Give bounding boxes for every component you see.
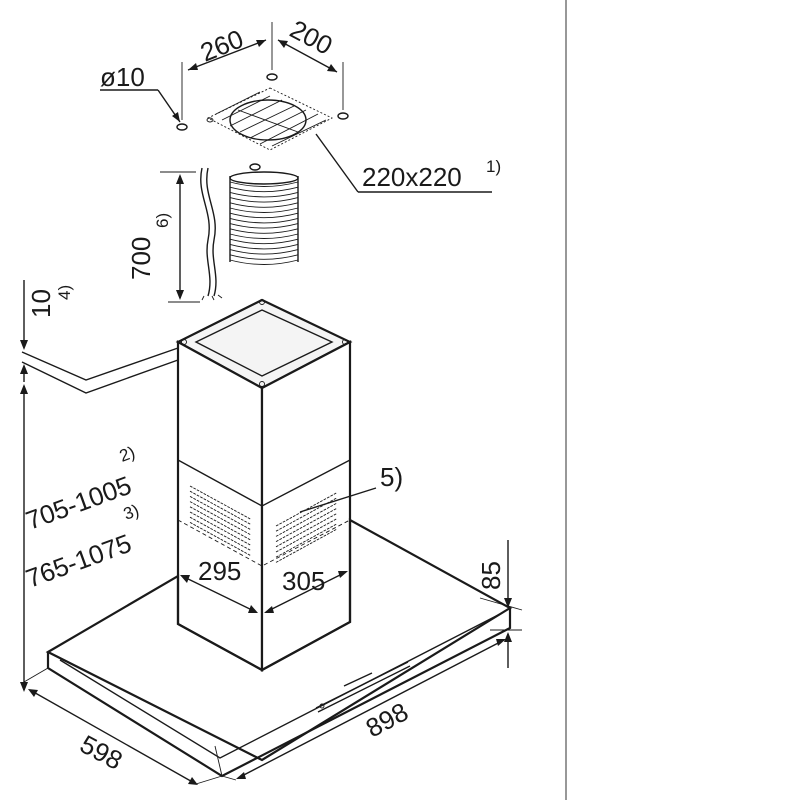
dimension-598: 598 (23, 667, 223, 785)
ceiling-outline (21, 347, 179, 394)
mount-hole-bottom (249, 163, 261, 171)
dim-10-note: 4) (55, 285, 74, 300)
dimension-295-305: 295 305 (180, 556, 348, 613)
mount-hole-right (337, 112, 349, 120)
hole-diameter-callout: ø10 (100, 62, 181, 123)
vent-panel-callout: 5) (299, 462, 403, 513)
hole-diameter-label: ø10 (100, 62, 145, 92)
dimension-height-range: 705-1005 2) 765-1075 3) (20, 384, 142, 692)
flexible-duct (229, 171, 299, 265)
vent-panel-right (275, 492, 337, 563)
vent-panel-callout-label: 5) (380, 462, 403, 492)
ceiling-mount-plate (176, 73, 349, 171)
dim-height-a-note: 2) (117, 443, 138, 466)
mount-hole-inner (206, 117, 214, 123)
dim-height-a-label: 705-1005 (22, 470, 136, 536)
dimension-700: 700 6) (126, 171, 200, 303)
dimension-260-200: 260 200 (181, 14, 344, 120)
mount-hole-top (266, 73, 278, 81)
dim-700-label: 700 (126, 237, 156, 280)
dim-700-note: 6) (153, 213, 172, 228)
dim-10-label: 10 (26, 289, 56, 318)
vent-panel-left (189, 485, 251, 556)
dim-85-label: 85 (476, 561, 506, 590)
dim-305-label: 305 (282, 566, 325, 596)
dim-295-label: 295 (198, 556, 241, 586)
duct-opening-callout: 220x220 1) (315, 133, 501, 193)
dim-260-label: 260 (196, 23, 247, 67)
power-cable (200, 167, 223, 301)
dim-height-b-label: 765-1075 (22, 528, 136, 594)
dim-598-label: 598 (75, 729, 127, 776)
dimension-85: 85 (476, 540, 523, 668)
duct-opening-note: 1) (486, 157, 501, 176)
dim-height-b-note: 3) (121, 501, 142, 524)
dim-200-label: 200 (285, 14, 337, 61)
dimension-10: 10 4) (20, 280, 74, 382)
chimney (175, 298, 353, 672)
duct-opening-label: 220x220 (362, 162, 462, 192)
mount-hole-left (176, 123, 188, 131)
dim-898-label: 898 (361, 696, 413, 743)
